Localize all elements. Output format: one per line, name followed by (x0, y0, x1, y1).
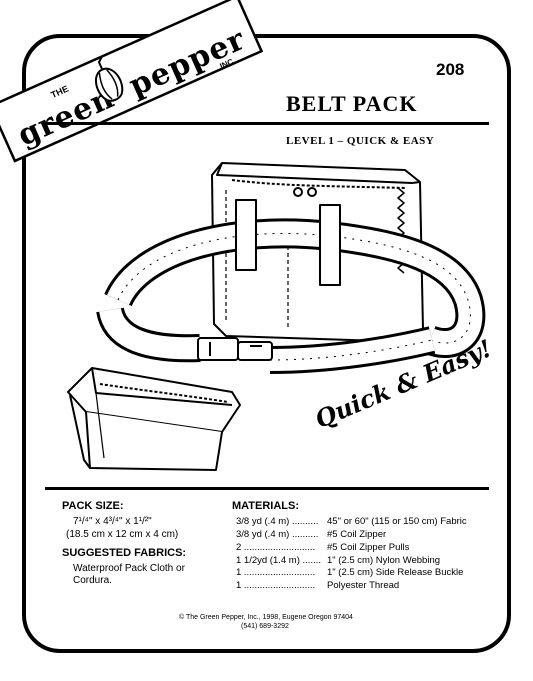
fabrics-heading: SUGGESTED FABRICS: (62, 547, 187, 559)
header-divider (45, 122, 489, 125)
material-desc: 1" (2.5 cm) Side Release Buckle (327, 567, 464, 578)
material-qty: 1 ........................... (236, 580, 316, 591)
fabrics-line1: Waterproof Pack Cloth or (73, 563, 185, 574)
material-qty: 1 ........................... (236, 567, 316, 578)
material-desc: #5 Coil Zipper (327, 529, 387, 540)
material-desc: #5 Coil Zipper Pulls (327, 542, 410, 553)
copyright-line: © The Green Pepper, Inc., 1998, Eugene O… (179, 614, 353, 621)
pack-strap-right (319, 204, 341, 286)
material-qty: 3/8 yd (.4 m) .......... (236, 529, 319, 540)
phone-number: (541) 689-3292 (241, 623, 289, 630)
materials-divider (45, 487, 489, 490)
material-qty: 3/8 yd (.4 m) .......... (236, 516, 319, 527)
fabrics-line2: Cordura. (73, 575, 112, 586)
pack-size-imperial: 7¹/⁴" x 4³/⁴" x 1¹/²" (73, 516, 152, 527)
pack-size-heading: PACK SIZE: (62, 500, 124, 512)
material-desc: 45" or 60" (115 or 150 cm) Fabric (327, 516, 467, 527)
difficulty-level: LEVEL 1 – QUICK & EASY (286, 135, 435, 147)
pepper-icon (94, 56, 124, 102)
green-pepper-logo: THE green pepper INC. (0, 0, 264, 163)
material-desc: 1" (2.5 cm) Nylon Webbing (327, 555, 441, 566)
page-frame (22, 34, 511, 653)
material-qty: 2 ........................... (236, 542, 316, 553)
pack-zipper (231, 179, 406, 189)
side-release-buckle (197, 337, 273, 361)
pack-size-metric: (18.5 cm x 12 cm x 4 cm) (66, 529, 179, 540)
pack-strap-left (235, 199, 257, 271)
pattern-number: 208 (436, 60, 465, 79)
page-title: BELT PACK (286, 91, 418, 116)
material-desc: Polyester Thread (327, 580, 400, 591)
material-qty: 1 1/2yd (1.4 m) ....... (236, 555, 322, 566)
materials-heading: MATERIALS: (232, 500, 300, 512)
open-pack-view (67, 367, 241, 471)
